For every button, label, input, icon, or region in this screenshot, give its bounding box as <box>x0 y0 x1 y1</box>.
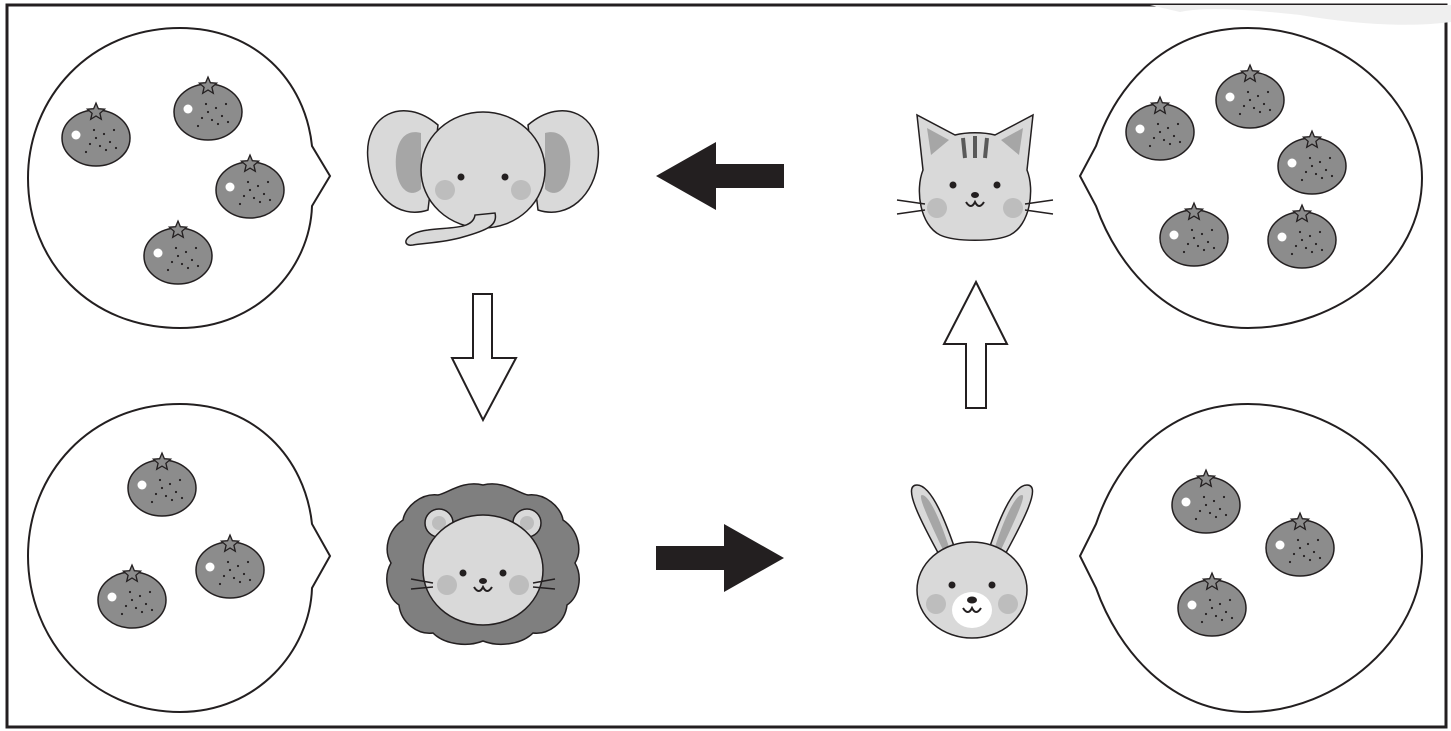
corner-decoration <box>1150 5 1451 25</box>
cat-icon <box>896 113 1054 241</box>
bubble-rabbit <box>1078 402 1424 714</box>
mandarin-icon <box>61 101 131 167</box>
mandarin-icon <box>1265 511 1335 577</box>
diagram-frame <box>5 3 1448 729</box>
elephant-icon <box>366 109 600 246</box>
mandarin-icon <box>143 219 213 285</box>
arrow-rabbit-to-cat <box>942 279 1009 409</box>
arrow-cat-to-elephant <box>656 142 784 210</box>
mandarin-icon <box>1177 571 1247 637</box>
arrow-elephant-to-lion <box>450 293 518 423</box>
mandarin-icon <box>1125 95 1195 161</box>
bubble-elephant <box>26 26 332 330</box>
mandarin-icon <box>215 153 285 219</box>
mandarin-icon <box>173 75 243 141</box>
mandarin-icon <box>97 563 167 629</box>
mandarin-icon <box>1159 201 1229 267</box>
bubble-lion <box>26 402 332 714</box>
lion-icon <box>386 483 580 646</box>
mandarin-icon <box>127 451 197 517</box>
mandarin-icon <box>1277 129 1347 195</box>
rabbit-icon <box>910 484 1034 639</box>
mandarin-icon <box>1267 203 1337 269</box>
mandarin-icon <box>1171 468 1241 534</box>
arrow-lion-to-rabbit <box>656 524 784 592</box>
mandarin-icon <box>1215 63 1285 129</box>
mandarin-icon <box>195 533 265 599</box>
mandarin-layer <box>61 63 1347 637</box>
